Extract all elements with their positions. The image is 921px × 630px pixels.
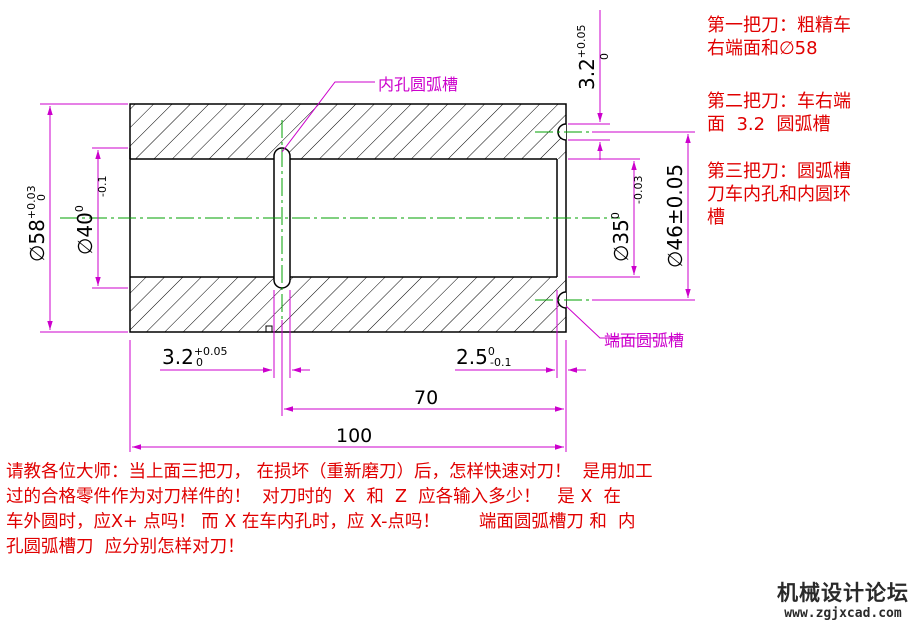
callout-inner-groove: 内孔圆弧槽 xyxy=(378,75,458,94)
note-tool-1: 第一把刀：粗精车 右端面和∅58 xyxy=(707,15,851,59)
callout-face-groove: 端面圆弧槽 xyxy=(604,331,684,350)
dim-text-35: ∅350 xyxy=(609,212,633,262)
dim-text-70: 70 xyxy=(414,387,438,409)
dim-text-2-5: 2.50 xyxy=(456,345,495,369)
dim-text-3-2-sub: 0 xyxy=(196,356,203,369)
dim-text-3-2: 3.2+0.05 xyxy=(162,345,228,369)
dim-text-2-5-sub: -0.1 xyxy=(490,356,511,369)
dimension-lines xyxy=(40,10,695,452)
top-wall-hatch xyxy=(130,104,566,159)
dim-text-58: ∅58+0.03 xyxy=(25,185,49,262)
dim-text-face-3-2: 3.2+0.05 xyxy=(575,24,599,90)
dimension-text: ∅58+0.03 0 ∅400 -0.1 ∅350 -0.03 ∅46±0.05… xyxy=(25,24,687,447)
dim-text-58-sub: 0 xyxy=(35,194,48,201)
leader-inner-groove xyxy=(281,81,375,153)
dim-text-40: ∅400 xyxy=(73,205,97,255)
centerlines xyxy=(60,120,620,320)
note-tool-3: 第三把刀：圆弧槽 刀车内孔和内圆环 槽 xyxy=(707,161,851,228)
callouts: 内孔圆弧槽 端面圆弧槽 xyxy=(378,75,684,350)
bottom-notch xyxy=(265,325,273,332)
dim-text-46: ∅46±0.05 xyxy=(663,164,687,268)
bottom-wall-hatch xyxy=(130,277,566,332)
site-watermark: 机械设计论坛 www.zgjxcad.com xyxy=(777,580,909,622)
watermark-title: 机械设计论坛 xyxy=(777,581,909,605)
part-drawing: ∅58+0.03 0 ∅400 -0.1 ∅350 -0.03 ∅46±0.05… xyxy=(25,10,695,452)
dim-text-35-sub: -0.03 xyxy=(632,176,645,204)
part-section xyxy=(129,103,567,333)
leader-face-groove xyxy=(565,305,680,339)
right-step-top-hatch xyxy=(557,159,566,160)
dim-text-100: 100 xyxy=(336,425,372,447)
dim-text-face-3-2-sub: 0 xyxy=(598,53,611,60)
dim-text-40-sub: -0.1 xyxy=(96,176,109,197)
watermark-url: www.zgjxcad.com xyxy=(784,606,902,621)
question-text: 请教各位大师：当上面三把刀， 在损坏（重新磨刀）后，怎样快速对刀！ 是用加工 过… xyxy=(6,462,653,557)
note-tool-2: 第二把刀：车右端 面 3.2 圆弧槽 xyxy=(707,91,851,135)
